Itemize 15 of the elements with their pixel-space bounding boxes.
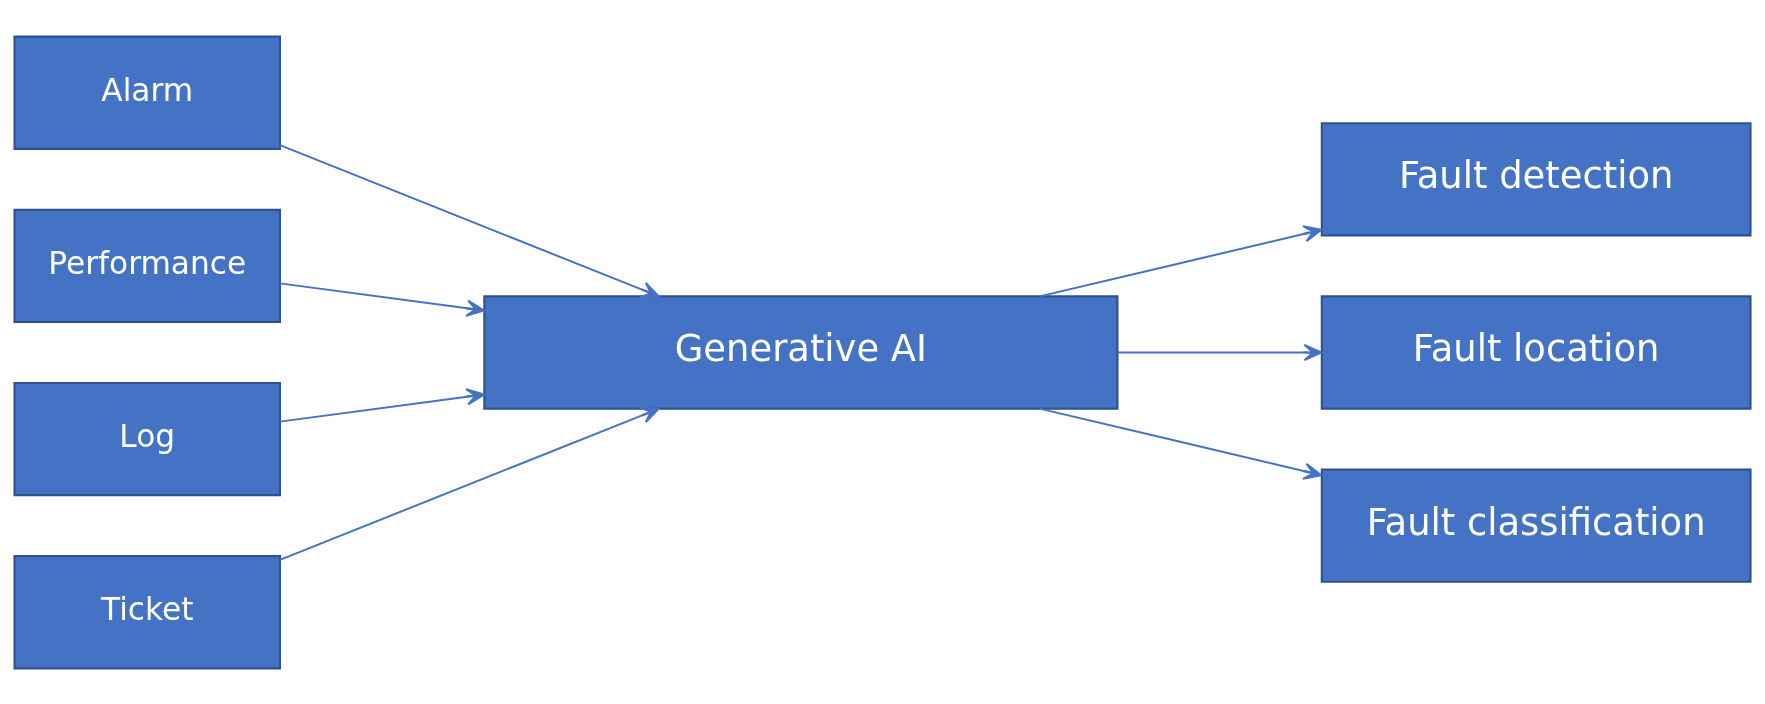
node-box: Fault location <box>1320 294 1752 410</box>
node-box: Alarm <box>13 35 281 150</box>
arrow <box>278 387 485 423</box>
arrow <box>1038 224 1323 297</box>
node-box: Log <box>13 381 281 496</box>
arrow <box>1038 407 1323 480</box>
arrow <box>278 143 660 298</box>
node-box: Fault detection <box>1320 121 1752 236</box>
arrow <box>278 406 660 561</box>
arrow <box>1116 343 1323 361</box>
node-box: Fault classification <box>1320 468 1752 583</box>
node-box: Performance <box>13 208 281 323</box>
arrow <box>278 281 485 317</box>
node-box: Generative AI <box>483 294 1119 410</box>
node-box: Ticket <box>13 554 281 669</box>
